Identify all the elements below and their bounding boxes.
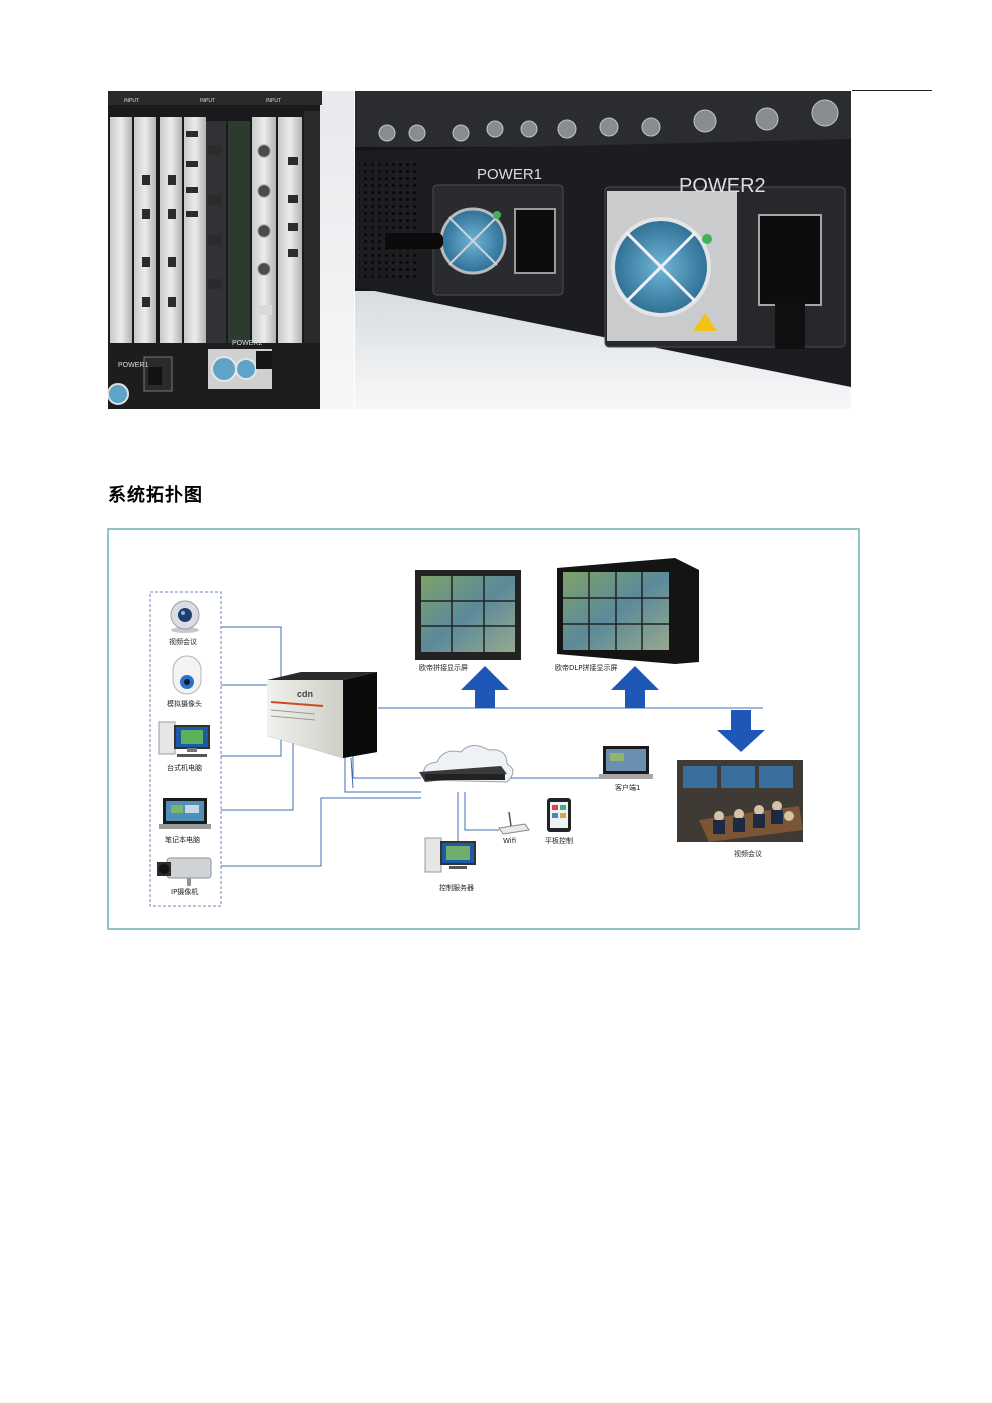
- dlp-screen-icon: [557, 558, 699, 664]
- power2-label: POWER2: [679, 175, 766, 197]
- label-control-server: 控制服务器: [439, 883, 474, 892]
- processor-chassis-icon: [267, 672, 377, 758]
- control-server-icon: [424, 837, 476, 873]
- section-title: 系统拓扑图: [108, 485, 203, 506]
- power-supply-photo: POWER1 POWER2: [355, 91, 851, 409]
- processor-brand: cdn: [297, 689, 313, 699]
- label-video-conference: 视频会议: [169, 637, 197, 646]
- power-supply-illustration: POWER1 POWER2: [355, 91, 851, 409]
- label-ip-camera: IP摄像机: [171, 887, 198, 896]
- analog-camera-icon: [172, 655, 202, 695]
- input-label-3: INPUT: [266, 98, 281, 104]
- conference-room-photo: [677, 760, 803, 842]
- tablet-icon: [547, 798, 571, 832]
- input-label-1: INPUT: [124, 98, 139, 104]
- network-switch-icon: [419, 766, 507, 782]
- power1-label-small: POWER1: [118, 362, 148, 369]
- label-splice-screen: 欧帝拼接显示屏: [419, 663, 468, 672]
- label-analog-camera: 模拟摄像头: [167, 699, 202, 708]
- splice-screen-icon: [415, 570, 521, 660]
- topology-diagram: 视频会议 模拟摄像头 台式机电脑 笔记本电脑: [107, 528, 860, 930]
- label-client: 客户端1: [615, 783, 640, 792]
- arrow-up-splice: [461, 666, 509, 708]
- label-conference-room: 视频会议: [734, 849, 762, 858]
- laptop-icon: [159, 798, 211, 829]
- arrow-up-dlp: [611, 666, 659, 708]
- label-tablet: 平板控制: [545, 836, 573, 845]
- header-rule: [852, 90, 932, 91]
- source-group-border: [149, 591, 222, 907]
- ip-camera-icon: [157, 857, 212, 886]
- label-desktop-pc: 台式机电脑: [167, 763, 202, 772]
- topology-svg: 视频会议 模拟摄像头 台式机电脑 笔记本电脑: [149, 558, 803, 907]
- label-laptop: 笔记本电脑: [165, 835, 200, 844]
- power1-label: POWER1: [477, 166, 542, 183]
- wifi-router-icon: [498, 811, 530, 835]
- chassis-rear-illustration: INPUT INPUT INPUT: [108, 91, 354, 409]
- power2-label-small: POWER2: [232, 340, 262, 347]
- label-wifi: Wifi: [503, 837, 516, 845]
- desktop-pc-icon: [158, 721, 210, 757]
- connection-lines: [221, 626, 763, 867]
- chassis-rear-photo: INPUT INPUT INPUT: [108, 91, 354, 409]
- video-conference-camera-icon: [170, 600, 200, 633]
- arrow-down-conference: [717, 710, 765, 752]
- client-laptop-icon: [599, 746, 653, 779]
- input-label-2: INPUT: [200, 98, 215, 104]
- label-dlp-screen: 欧帝DLP拼接显示屏: [555, 663, 618, 672]
